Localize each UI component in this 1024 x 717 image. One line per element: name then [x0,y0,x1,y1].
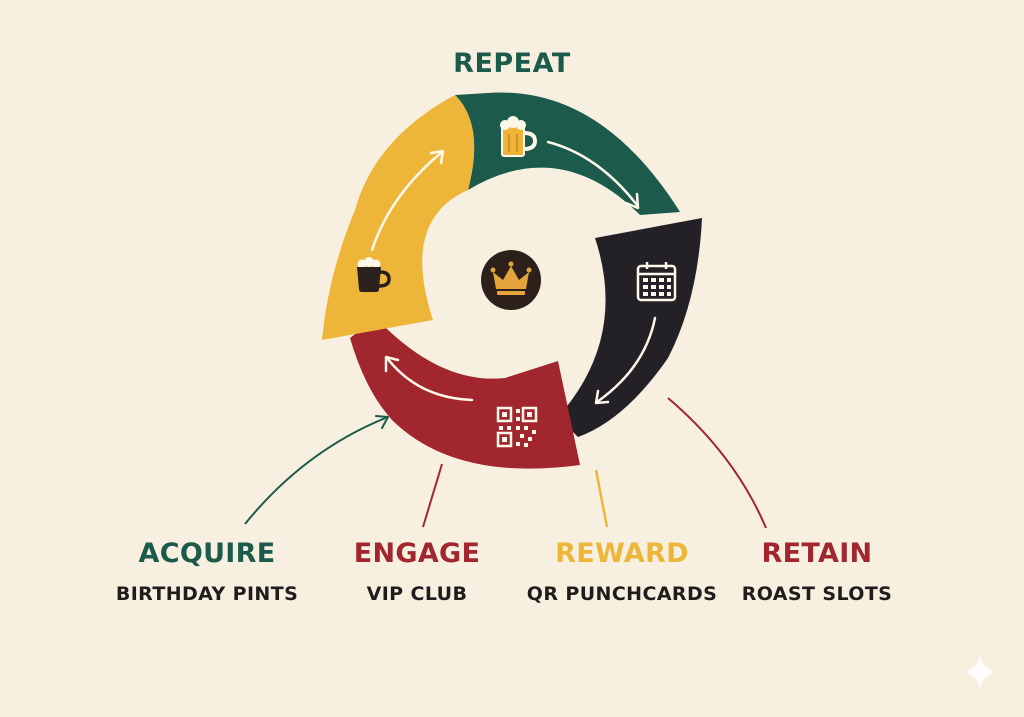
connector-acquire [244,415,389,525]
center-medallion [481,250,541,310]
stage-engage: ENGAGE VIP CLUB [307,538,527,605]
cycle-segment-dark [558,218,702,437]
stage-engage-title: ENGAGE [353,538,481,569]
coffee-cup-icon [357,257,391,292]
connector-engage [422,463,443,528]
diagram-title: REPEAT [453,48,571,79]
cycle-segment-green [455,92,680,215]
stage-retain-title: RETAIN [761,538,873,569]
connector-retain [667,397,767,529]
beer-mug-icon [500,116,538,157]
calendar-icon [636,262,677,302]
stage-reward-title: REWARD [555,538,689,569]
crown-icon [490,261,532,295]
stage-reward: REWARD QR PUNCHCARDS [512,538,732,605]
stage-engage-detail: VIP CLUB [366,583,468,605]
sparkle-icon [964,655,996,689]
stage-retain: RETAIN ROAST SLOTS [707,538,927,605]
stage-reward-detail: QR PUNCHCARDS [526,583,718,605]
stage-retain-detail: ROAST SLOTS [741,583,893,605]
stage-acquire: ACQUIRE BIRTHDAY PINTS [97,538,317,605]
stage-acquire-title: ACQUIRE [138,538,276,569]
qr-code-icon [496,406,538,448]
cycle-segment-red [350,318,580,469]
stage-acquire-detail: BIRTHDAY PINTS [115,583,299,605]
connector-reward [594,469,609,528]
cycle-segment-yellow [322,95,475,340]
